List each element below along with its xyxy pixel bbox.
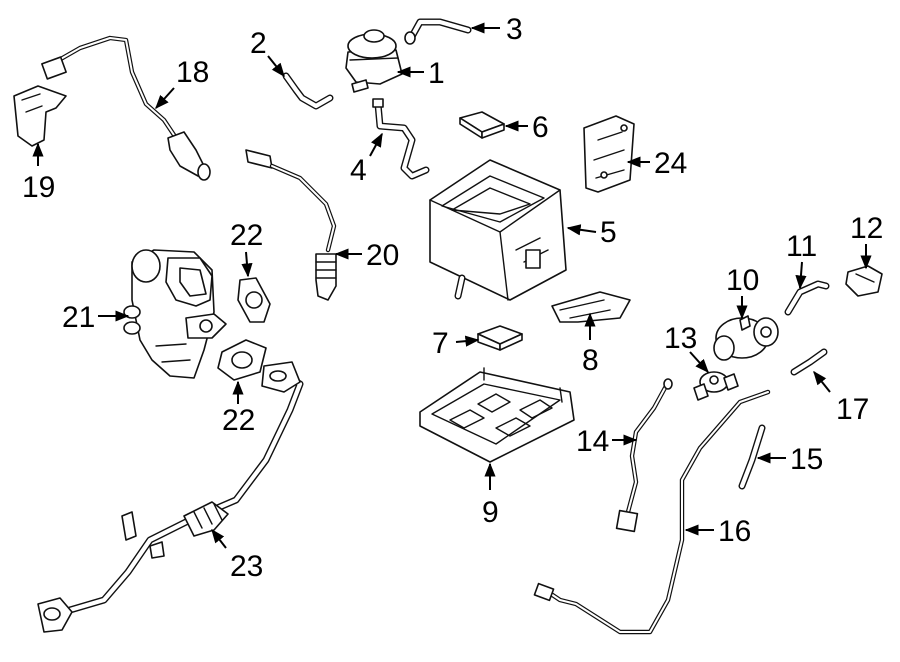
callout-7: 7	[432, 327, 449, 360]
part-19-bracket[interactable]	[13, 85, 67, 147]
callout-5: 5	[600, 216, 617, 249]
part-10-valve[interactable]	[713, 315, 779, 361]
part-3-hose[interactable]	[404, 18, 472, 45]
part-16-line[interactable]	[533, 389, 771, 635]
callout-labels: 1 2 3 4 5 6 7 8 9 10 11 12 13 14 15 16 1…	[22, 13, 883, 583]
callout-23: 23	[230, 550, 263, 583]
callout-4: 4	[350, 154, 367, 187]
part-22-gasket-upper[interactable]	[237, 277, 271, 323]
callout-13: 13	[664, 322, 697, 355]
callout-22a: 22	[230, 219, 263, 252]
part-18-sensor-harness[interactable]	[41, 35, 211, 181]
callout-18: 18	[176, 56, 209, 89]
callout-21: 21	[62, 301, 95, 334]
callout-19: 19	[22, 171, 55, 204]
part-11-hose[interactable]	[784, 280, 830, 316]
callout-22b: 22	[222, 404, 255, 437]
callout-24: 24	[654, 147, 687, 180]
leader-arrows	[32, 22, 872, 549]
part-7-filter[interactable]	[477, 325, 523, 351]
callout-16: 16	[718, 515, 751, 548]
part-22-gasket-lower[interactable]	[217, 339, 267, 381]
part-23-egr-tube[interactable]	[37, 361, 304, 633]
callout-6: 6	[532, 111, 549, 144]
part-12-sensor[interactable]	[845, 265, 883, 297]
callout-1: 1	[428, 57, 445, 90]
part-15-hose[interactable]	[738, 424, 766, 490]
part-2-hose[interactable]	[282, 72, 334, 110]
part-9-tray[interactable]	[419, 367, 575, 463]
part-24-bracket[interactable]	[583, 115, 635, 193]
callout-20: 20	[366, 239, 399, 272]
callout-3: 3	[506, 13, 523, 46]
callout-9: 9	[482, 496, 499, 529]
part-14-wire-harness[interactable]	[615, 378, 673, 533]
part-6-filter[interactable]	[459, 111, 505, 139]
part-8-shield[interactable]	[551, 291, 631, 323]
part-1-purge-valve[interactable]	[345, 29, 403, 93]
callout-15: 15	[790, 443, 823, 476]
part-21-egr-valve[interactable]	[123, 249, 227, 379]
callout-10: 10	[726, 264, 759, 297]
part-5-canister[interactable]	[429, 159, 567, 301]
part-4-vapor-line[interactable]	[372, 98, 430, 180]
callout-12: 12	[850, 212, 883, 245]
callout-2: 2	[250, 27, 267, 60]
part-17-hose[interactable]	[790, 348, 828, 376]
callout-11: 11	[786, 230, 817, 263]
callout-14: 14	[576, 425, 609, 458]
part-13-fitting[interactable]	[693, 371, 739, 401]
callout-17: 17	[836, 393, 869, 426]
callout-8: 8	[582, 344, 599, 377]
